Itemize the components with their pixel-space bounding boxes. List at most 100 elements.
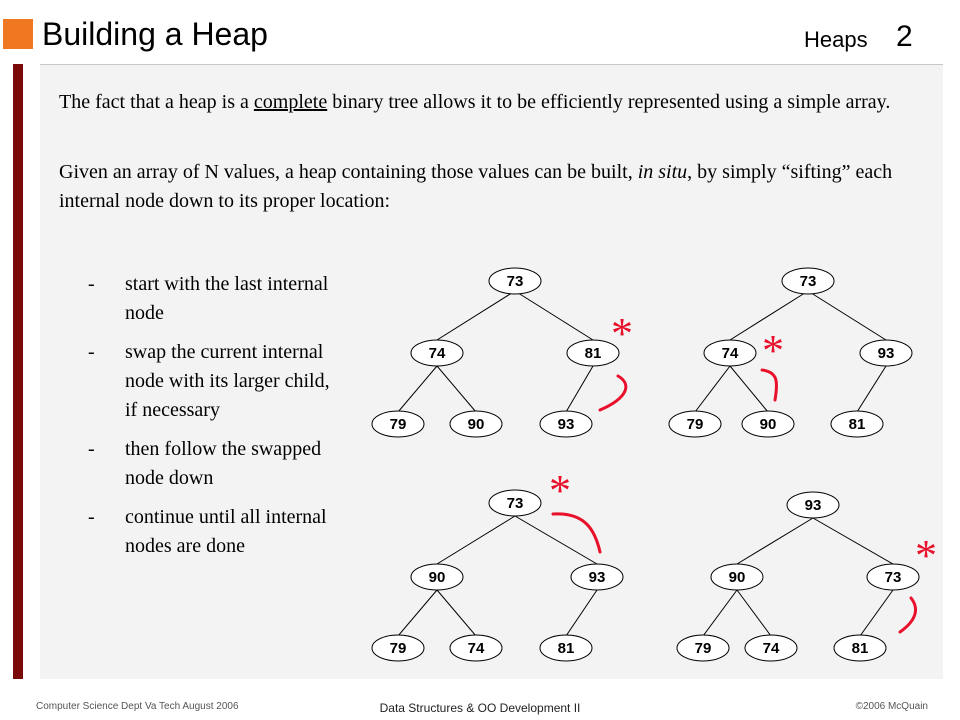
para2-text-end: , by simply “sifting” each internal node… xyxy=(59,161,893,212)
tree-edge xyxy=(565,589,598,637)
step-dash: - xyxy=(88,438,95,460)
tree-node: 90 xyxy=(741,410,795,438)
node-value: 73 xyxy=(507,273,524,290)
node-value: 81 xyxy=(852,640,869,657)
step-item: - continue until all internal nodes are … xyxy=(88,503,338,561)
content-panel xyxy=(40,64,943,679)
footer-department: Computer Science Dept Va Tech August 200… xyxy=(36,701,239,712)
node-value: 90 xyxy=(429,569,446,586)
node-value: 81 xyxy=(558,640,575,657)
swap-arc xyxy=(760,368,778,402)
tree-edge xyxy=(436,515,516,565)
tree-edge xyxy=(856,365,887,413)
tree-edge xyxy=(436,589,477,637)
step-text: continue until all internal nodes are do… xyxy=(125,506,327,557)
tree-node: 93 xyxy=(786,491,840,519)
tree-node: 73 xyxy=(488,267,542,295)
tree-edge xyxy=(514,290,594,341)
node-value: 79 xyxy=(687,416,704,433)
tree-edge xyxy=(397,365,438,413)
asterisk-marker: * xyxy=(762,326,784,375)
tree-node: 74 xyxy=(744,634,798,662)
para2-text-start: Given an array of N values, a heap conta… xyxy=(59,161,638,183)
tree-edge xyxy=(702,589,738,637)
tree-node: 81 xyxy=(566,339,620,367)
node-value: 79 xyxy=(695,640,712,657)
node-value: 73 xyxy=(800,273,817,290)
para1-underlined-word: complete xyxy=(253,91,328,113)
tree-edge xyxy=(807,290,887,341)
para1-text-end: binary tree allows it to be efficiently … xyxy=(327,91,891,113)
swap-arc xyxy=(551,512,602,554)
tree-node: 74 xyxy=(449,634,503,662)
node-value: 93 xyxy=(558,416,575,433)
node-value: 81 xyxy=(585,345,602,362)
swap-arc xyxy=(598,374,628,412)
slide-topic: Heaps xyxy=(804,27,868,52)
page-number: 2 xyxy=(896,20,913,53)
heap-diagram-2: 73 74 93 79 90 81 * xyxy=(668,267,913,438)
asterisk-marker: * xyxy=(549,466,571,515)
tree-node: 93 xyxy=(859,339,913,367)
step-item: - swap the current internal node with it… xyxy=(88,338,338,425)
node-value: 93 xyxy=(589,569,606,586)
tree-edge xyxy=(436,290,516,341)
tree-edge xyxy=(436,365,477,413)
tree-node: 81 xyxy=(833,634,887,662)
step-text: start with the last internal node xyxy=(125,273,329,324)
node-value: 93 xyxy=(878,345,895,362)
para1-text-start: The fact that a heap is a xyxy=(59,91,254,113)
node-value: 90 xyxy=(760,416,777,433)
tree-node: 73 xyxy=(781,267,835,295)
para2-italic-phrase: in situ xyxy=(637,161,688,183)
tree-node: 90 xyxy=(449,410,503,438)
asterisk-marker: * xyxy=(915,531,937,580)
footer-course: Data Structures & OO Development II xyxy=(379,701,581,715)
node-value: 74 xyxy=(429,345,446,362)
tree-node: 74 xyxy=(410,339,464,367)
node-value: 73 xyxy=(507,495,524,512)
tree-edge xyxy=(859,589,894,637)
tree-node: 73 xyxy=(488,489,542,517)
tree-edge xyxy=(397,589,438,637)
step-item: - then follow the swapped node down xyxy=(88,435,338,493)
tree-node: 79 xyxy=(676,634,730,662)
paragraph-complete-tree: The fact that a heap is a complete binar… xyxy=(59,88,899,117)
tree-edge xyxy=(694,365,731,413)
node-value: 74 xyxy=(468,640,485,657)
node-value: 79 xyxy=(390,640,407,657)
tree-edge xyxy=(514,515,598,565)
swap-arc xyxy=(898,596,918,634)
tree-node: 74 xyxy=(703,339,757,367)
node-value: 90 xyxy=(729,569,746,586)
tree-node: 79 xyxy=(371,410,425,438)
heap-diagram-1: 73 74 81 79 90 93 * xyxy=(371,267,633,438)
slide-title: Building a Heap xyxy=(42,16,268,52)
tree-edge xyxy=(729,290,809,341)
tree-edge xyxy=(565,365,594,413)
node-value: 93 xyxy=(805,497,822,514)
node-value: 74 xyxy=(763,640,780,657)
step-dash: - xyxy=(88,341,95,363)
tree-node: 79 xyxy=(371,634,425,662)
tree-node: 73 xyxy=(866,563,920,591)
node-value: 79 xyxy=(390,416,407,433)
tree-node: 93 xyxy=(570,563,624,591)
left-accent-bar xyxy=(13,64,23,679)
tree-node: 81 xyxy=(830,410,884,438)
step-dash: - xyxy=(88,273,95,295)
tree-edge xyxy=(729,365,769,413)
tree-edge xyxy=(736,589,772,637)
step-text: swap the current internal node with its … xyxy=(125,341,330,421)
tree-edge xyxy=(736,517,814,565)
steps-list: - start with the last internal node - sw… xyxy=(88,270,338,571)
tree-node: 81 xyxy=(539,634,593,662)
tree-node: 79 xyxy=(668,410,722,438)
step-dash: - xyxy=(88,506,95,528)
heap-diagram-4: 93 90 73 79 74 81 * xyxy=(676,491,937,662)
node-value: 74 xyxy=(722,345,739,362)
paragraph-build-heap: Given an array of N values, a heap conta… xyxy=(59,158,899,216)
step-item: - start with the last internal node xyxy=(88,270,338,328)
footer-copyright: ©2006 McQuain xyxy=(855,701,928,712)
